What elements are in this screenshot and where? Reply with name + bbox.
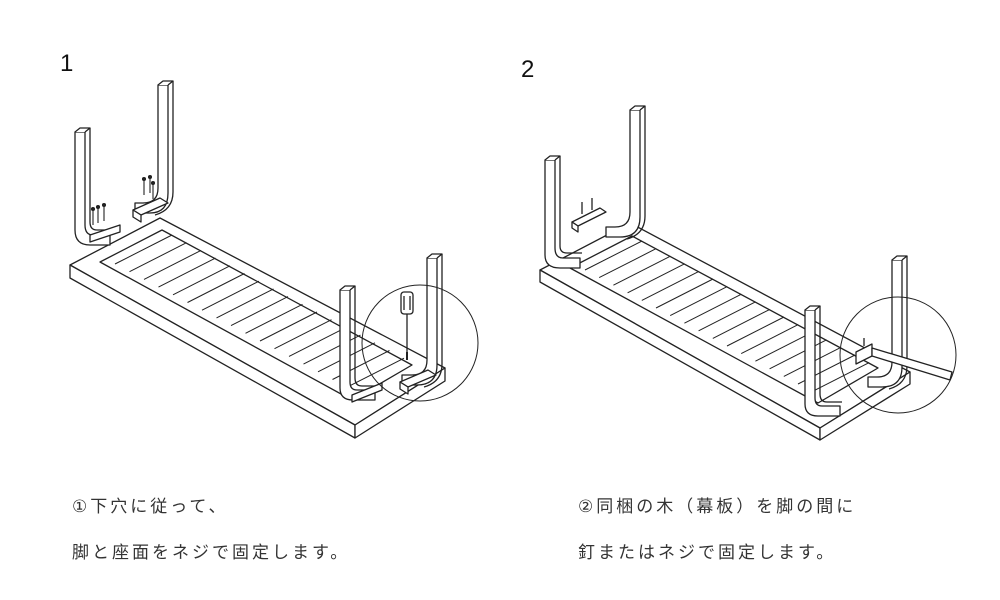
seat-slat [115, 235, 172, 264]
caption-line: ①下穴に従って、 [72, 497, 229, 517]
seat-slat [347, 358, 404, 387]
bench-leg-right-front [400, 254, 442, 394]
seat-slat [656, 279, 713, 308]
seat-slat [130, 243, 187, 272]
bench-leg-right-back [805, 306, 842, 416]
seat-slat [304, 335, 361, 364]
seat-slat [585, 241, 642, 270]
bench-leg-right-back [340, 286, 382, 402]
seat-slat [741, 325, 798, 354]
seat-slat [628, 264, 685, 293]
seat-slat [144, 250, 201, 279]
seat-slat [727, 317, 784, 346]
step-1-number: 1 [60, 50, 74, 77]
seat-slat [159, 258, 216, 287]
seat-slat [173, 266, 230, 295]
bench-seat [540, 223, 910, 440]
seat-slat [770, 340, 827, 369]
seat-slat [812, 363, 869, 392]
step-2-number: 2 [521, 56, 535, 83]
seat-slat [188, 274, 245, 303]
apron-board [572, 198, 606, 232]
seat-slat [670, 287, 727, 316]
seat-slat [642, 271, 699, 300]
bench-leg-left-front [133, 81, 173, 222]
step-1-illustration [40, 70, 500, 450]
seat-slat [613, 256, 670, 285]
bench-leg-left-front [606, 106, 645, 239]
seat-slat [275, 320, 332, 349]
seat-slat [684, 294, 741, 323]
screwdriver-icon [401, 292, 413, 360]
seat-slat [289, 327, 346, 356]
bench-leg-left-back [75, 128, 120, 245]
step-2-illustration [520, 90, 970, 450]
detail-circle [362, 285, 478, 401]
seat-slat [699, 302, 756, 331]
seat-slat [217, 289, 274, 318]
seat-slat [599, 249, 656, 278]
caption-line: 釘またはネジで固定します。 [578, 543, 837, 563]
seat-slat [246, 304, 303, 333]
step-2-caption: ②同梱の木（幕板）を脚の間に 釘またはネジで固定します。 [578, 484, 856, 576]
caption-line: 脚と座面をネジで固定します。 [72, 543, 351, 563]
seat-slat [231, 297, 288, 326]
seat-slat [260, 312, 317, 341]
seat-slat [202, 281, 259, 310]
seat-slat [713, 309, 770, 338]
bench-leg-left-back [545, 156, 582, 268]
step-1-caption: ①下穴に従って、 脚と座面をネジで固定します。 [72, 484, 350, 576]
detail-circle [840, 297, 956, 413]
caption-line: ②同梱の木（幕板）を脚の間に [578, 497, 857, 517]
bench-seat [70, 218, 445, 438]
screws-left [92, 176, 155, 226]
seat-slat [755, 332, 812, 361]
